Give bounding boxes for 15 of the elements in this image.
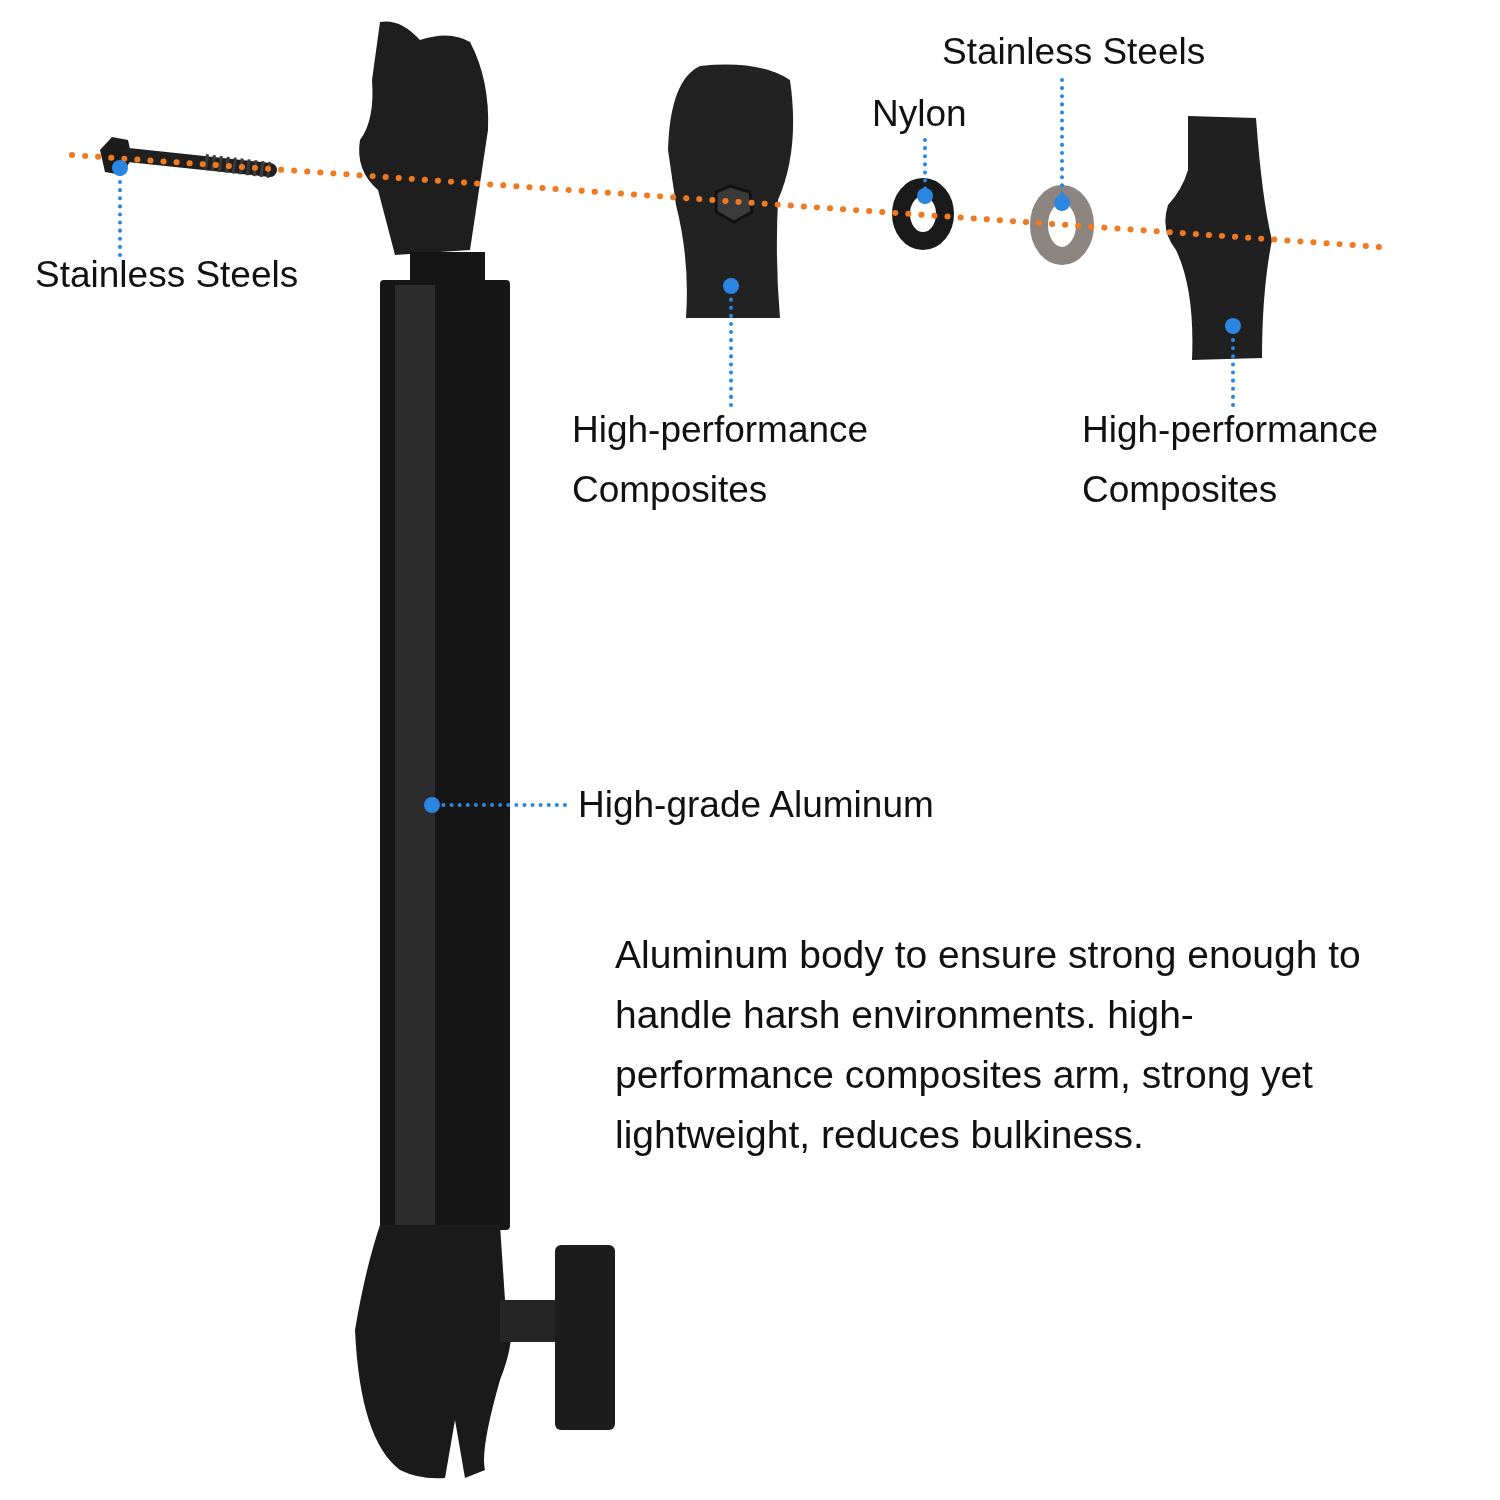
- washer-drawing: [1030, 185, 1094, 265]
- material-label: Stainless Steels: [942, 22, 1237, 82]
- description-paragraph: Aluminum body to ensure strong enough to handle harsh environments. high-performance composites arm, strong yet lightweight, reduces bulkiness.: [615, 932, 1362, 1158]
- material-label: Stainless Steels: [35, 245, 330, 305]
- leader-line: [424, 797, 567, 813]
- material-label: High-grade Aluminum: [578, 775, 998, 835]
- leader-line: [917, 138, 933, 204]
- material-label: Nylon: [872, 84, 987, 144]
- leader-line: [112, 160, 128, 257]
- leader-line: [1225, 318, 1241, 407]
- material-label: High-performance Composites: [1082, 400, 1417, 520]
- washer-drawing: [892, 178, 954, 250]
- leader-line: [723, 278, 739, 407]
- leader-line: [1054, 78, 1070, 211]
- material-label: High-performance Composites: [572, 400, 907, 520]
